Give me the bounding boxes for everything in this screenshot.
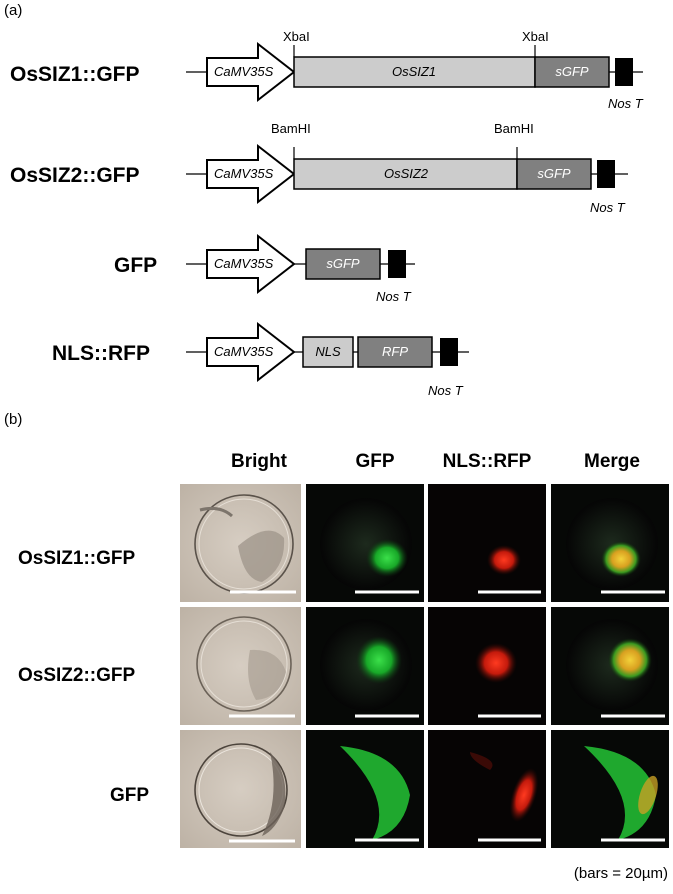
gfp-box [516,158,592,190]
micrograph-bright [180,607,301,725]
construct-ossiz1-gfp: OsSIZ1::GFP CaMV35S OsSIZ1 sGFP Nos T Xb… [10,29,644,111]
row-header-ossiz1-gfp: OsSIZ1::GFP [18,548,136,569]
construct-nls-rfp: NLS::RFP CaMV35S NLS RFP Nos T [52,321,469,398]
micrograph-gfp [306,484,424,602]
row-header-gfp: GFP [110,785,149,806]
column-header-bright: Bright [231,451,288,472]
micrograph-merge [551,730,669,848]
promoter-arrow [206,321,296,383]
micrograph-gfp [306,730,424,848]
terminator-label: Nos T [590,200,626,215]
construct-name: OsSIZ1::GFP [10,63,140,86]
gfp-box [534,56,610,88]
micrograph-merge [551,607,669,725]
terminator-label: Nos T [428,383,464,398]
promoter-label: CaMV35S [214,256,274,271]
rfp-box [357,336,433,368]
terminator-box [597,160,615,188]
terminator-box [388,250,406,278]
panel-b-label: (b) [4,411,22,428]
promoter-arrow [206,233,296,295]
gfp-label: sGFP [326,256,360,271]
rfp-label: RFP [382,344,408,359]
column-header-nls-rfp: NLS::RFP [443,451,532,472]
column-header-gfp: GFP [355,451,394,472]
micrograph-row-ossiz1 [180,484,669,602]
micrograph-bright [180,730,301,848]
row-header-ossiz2-gfp: OsSIZ2::GFP [18,665,136,686]
micrograph-bright [180,484,301,602]
micrograph-merge [551,484,669,602]
nls-label: NLS [315,344,341,359]
gene-box [293,56,536,88]
micrograph-nls-rfp [428,484,546,602]
construct-gfp: GFP CaMV35S sGFP Nos T [114,233,415,304]
gfp-label: sGFP [555,64,589,79]
terminator-box [615,58,633,86]
construct-ossiz2-gfp: OsSIZ2::GFP CaMV35S OsSIZ2 sGFP Nos T Ba… [10,121,628,215]
micrograph-row-ossiz2 [180,607,669,725]
micrograph-nls-rfp [428,607,546,725]
restriction-site-label: BamHI [494,121,534,136]
terminator-label: Nos T [376,289,412,304]
terminator-box [440,338,458,366]
promoter-label: CaMV35S [214,166,274,181]
gene-label: OsSIZ1 [392,64,436,79]
promoter-arrow [206,41,296,103]
scale-bar-note: (bars = 20µm) [574,865,668,882]
construct-name: GFP [114,254,157,277]
promoter-label: CaMV35S [214,64,274,79]
micrograph-row-gfp [180,730,669,848]
nls-box [302,336,354,368]
gfp-box [305,248,381,280]
gene-label: OsSIZ2 [384,166,429,181]
restriction-site-label: BamHI [271,121,311,136]
promoter-label: CaMV35S [214,344,274,359]
terminator-label: Nos T [608,96,644,111]
promoter-arrow [206,143,296,205]
restriction-site-label: XbaI [522,29,549,44]
column-header-merge: Merge [584,451,640,472]
construct-name: OsSIZ2::GFP [10,164,140,187]
restriction-site-label: XbaI [283,29,310,44]
construct-name: NLS::RFP [52,342,150,365]
micrograph-nls-rfp [428,730,546,848]
micrograph-gfp [306,607,424,725]
gfp-label: sGFP [537,166,571,181]
panel-a-label: (a) [4,2,22,19]
